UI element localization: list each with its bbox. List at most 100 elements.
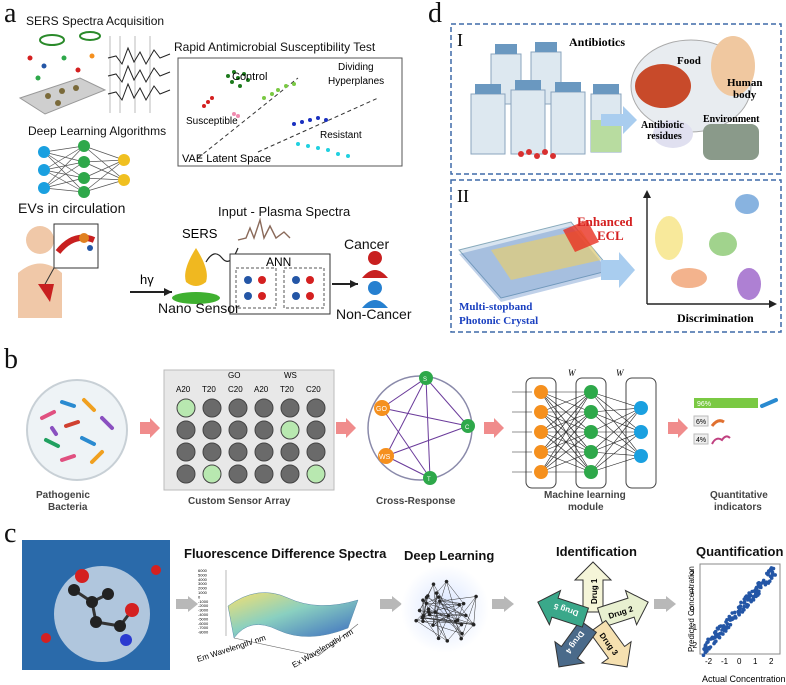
sensor-well (176, 420, 196, 440)
gray-arrow-2 (380, 596, 402, 612)
sers-nano-sensor-ann: hγ SERS ANN (130, 217, 358, 315)
scatter-point (706, 640, 710, 644)
sensor-well (254, 442, 274, 462)
node-go: GO (376, 406, 387, 413)
y-tick: -2 (690, 641, 698, 650)
hidden-node (584, 465, 598, 479)
antibiotics-label: Antibiotics (569, 35, 625, 49)
scatter-point (737, 612, 741, 617)
scatter-point (766, 581, 771, 585)
identification-title: Identification (556, 544, 637, 559)
dl-node (436, 636, 441, 641)
predicted-concentration-label: Predicted Concentration (687, 566, 696, 652)
dl-node (437, 599, 442, 603)
scatter-point (766, 569, 771, 574)
dividing-label: Dividing (338, 62, 374, 73)
pct-6: 6% (696, 419, 706, 426)
z-tick-label: 4000 (198, 577, 208, 582)
dl-node (446, 613, 451, 618)
input-node (534, 405, 548, 419)
array-col-label: T20 (202, 385, 216, 394)
scatter-point (770, 570, 775, 575)
sensor-well (176, 442, 196, 462)
input-node (534, 385, 548, 399)
scatter-point (771, 566, 776, 571)
dl-node (417, 608, 422, 613)
output-node (634, 425, 648, 439)
weight-label-2: W (616, 368, 625, 378)
sensor-well (228, 420, 248, 440)
molecule-box (22, 540, 170, 670)
dl-node (459, 636, 464, 641)
scatter-point (701, 653, 706, 657)
vae-latent-space-plot: Control Dividing Hyperplanes Susceptible… (177, 57, 403, 167)
dl-node (421, 598, 425, 603)
input-node (534, 465, 548, 479)
y-tick: -1 (690, 623, 698, 632)
scatter-point (748, 593, 753, 598)
y-tick: 1 (690, 587, 695, 596)
deep-learning-network (401, 565, 489, 653)
z-tick-label: -2000 (198, 603, 209, 608)
deep-learning-c-title: Deep Learning (404, 548, 495, 563)
scatter-point (763, 581, 767, 585)
dl-node (431, 582, 436, 587)
scatter-point (745, 594, 749, 599)
node-ws: WS (379, 454, 391, 461)
sers-label: SERS (182, 226, 218, 241)
z-tick-label: -6000 (198, 621, 209, 626)
msb-label-2: Photonic Crystal (459, 315, 538, 327)
scatter-point (731, 616, 736, 620)
cancer-label: Cancer (344, 236, 390, 252)
rast-title: Rapid Antimicrobial Susceptibility Test (174, 40, 376, 54)
scatter-point (726, 625, 731, 630)
sensor-well (306, 420, 326, 440)
z-tick-label: -4000 (198, 612, 209, 617)
z-tick-label: -7000 (198, 625, 209, 630)
dl-node (461, 601, 466, 606)
z-tick-label: 5000 (198, 572, 208, 577)
sensor-well (202, 420, 222, 440)
panel-b-letter: b (4, 344, 18, 375)
x-tick: 1 (753, 657, 758, 666)
pink-arrow-3 (484, 418, 504, 438)
scatter-point (730, 611, 735, 615)
go-label: GO (228, 371, 240, 380)
scatter-point (714, 634, 719, 639)
sensor-well (306, 442, 326, 462)
hv-label: hγ (140, 272, 154, 287)
em-axis-label: Em Wavelength/ nm (196, 633, 267, 664)
scatter-point (751, 594, 756, 599)
msb-label-1: Multi-stopband (459, 301, 532, 313)
resistant-label: Resistant (320, 130, 362, 141)
sensor-well (202, 398, 222, 418)
z-tick-label: 2000 (198, 586, 208, 591)
sensor-well (280, 420, 300, 440)
identification-arrows: Drug 1 Drug 2 Drug 3 Drug 4 Drug 5 (537, 561, 649, 668)
gray-arrow-4 (654, 596, 676, 612)
sensor-well (176, 398, 196, 418)
z-tick-label: 0 (198, 594, 201, 599)
scatter-point (755, 589, 760, 593)
scatter-point (712, 641, 716, 646)
sensor-well (176, 464, 196, 484)
pink-arrow-1 (140, 418, 160, 438)
sensor-well (254, 398, 274, 418)
sers-acquisition-illustration (18, 31, 171, 115)
sensor-well (254, 464, 274, 484)
sensor-well (228, 398, 248, 418)
scatter-point (721, 632, 725, 636)
sers-spectra-title: SERS Spectra Acquisition (26, 14, 165, 28)
caption-ml-2: module (568, 502, 604, 513)
dl-node (471, 622, 476, 627)
scatter-point (773, 573, 777, 577)
scatter-point (725, 617, 729, 622)
dl-node (459, 622, 464, 627)
x-tick: -2 (705, 657, 713, 666)
pink-arrow-2 (336, 418, 356, 438)
quantification-title: Quantification (696, 544, 784, 559)
dl-node (414, 618, 418, 623)
dl-node (425, 594, 430, 598)
pct-4: 4% (696, 437, 706, 444)
